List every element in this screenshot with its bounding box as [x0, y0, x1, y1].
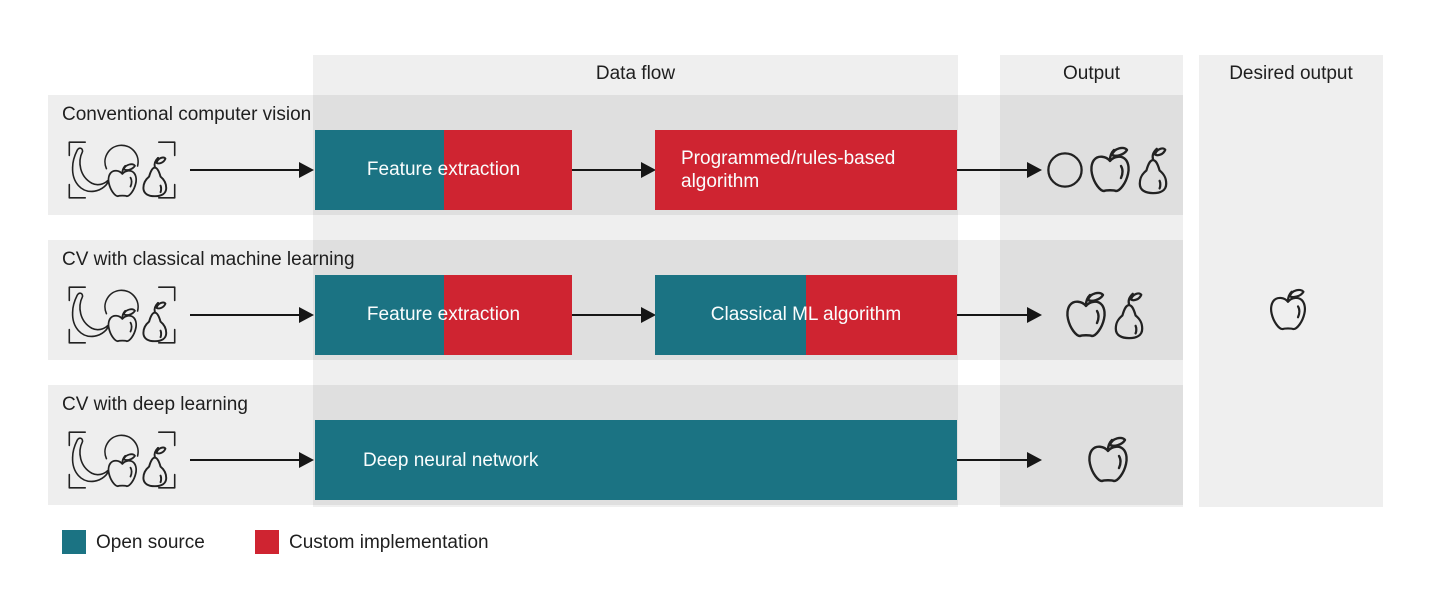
apple-icon	[1086, 435, 1130, 485]
box-label: Feature extraction	[366, 304, 521, 325]
arrow-head-icon	[299, 162, 314, 178]
row-label-conventional: Conventional computer vision	[62, 104, 312, 125]
process-box-deep-neural-network: Deep neural network	[315, 420, 957, 500]
desired-output-apple-icon	[1268, 287, 1308, 333]
legend-label-open-source: Open source	[96, 532, 205, 553]
output-icons-row-classical-ml	[1064, 290, 1146, 340]
column-header-data-flow: Data flow	[595, 63, 676, 84]
apple-icon	[1088, 145, 1132, 195]
row-band-conventional	[48, 95, 1183, 215]
input-image-fruits-icon	[64, 426, 180, 494]
arrow-box-to-box	[572, 307, 656, 323]
box-color-segments	[655, 130, 957, 210]
arrow-box-to-output	[957, 162, 1042, 178]
open-source-segment	[315, 130, 444, 210]
box-label: Classical ML algorithm	[710, 304, 902, 325]
legend-label-custom-implementation: Custom implementation	[289, 532, 489, 553]
arrow-head-icon	[641, 307, 656, 323]
arrow-box-to-output	[957, 307, 1042, 323]
column-header-output: Output	[1062, 63, 1121, 84]
pear-icon	[1136, 146, 1170, 195]
circle-fruit-icon	[1046, 151, 1084, 189]
output-icons-row-conventional	[1046, 145, 1170, 195]
input-image-fruits-icon	[64, 136, 180, 204]
custom-segment	[806, 275, 957, 355]
arrow-shaft	[957, 458, 1027, 462]
open-source-swatch	[62, 530, 86, 554]
custom-segment	[655, 130, 957, 210]
arrow-input-to-box	[190, 452, 314, 468]
output-icons-row-deep-learning	[1086, 435, 1130, 485]
arrow-head-icon	[641, 162, 656, 178]
arrow-box-to-box	[572, 162, 656, 178]
open-source-segment	[315, 420, 957, 500]
arrow-head-icon	[299, 307, 314, 323]
row-label-classical-ml: CV with classical machine learning	[62, 249, 355, 270]
custom-segment	[443, 130, 572, 210]
box-color-segments	[655, 275, 957, 355]
box-color-segments	[315, 130, 572, 210]
open-source-segment	[315, 275, 444, 355]
process-box-feature-extraction: Feature extraction	[315, 275, 572, 355]
arrow-shaft	[572, 168, 641, 172]
process-box-feature-extraction: Feature extraction	[315, 130, 572, 210]
input-image-fruits-icon	[64, 281, 180, 349]
arrow-head-icon	[1027, 452, 1042, 468]
arrow-shaft	[957, 313, 1027, 317]
apple-icon	[1064, 290, 1108, 340]
arrow-head-icon	[299, 452, 314, 468]
box-label: Feature extraction	[366, 159, 521, 180]
arrow-box-to-output	[957, 452, 1042, 468]
arrow-shaft	[572, 313, 641, 317]
arrow-head-icon	[1027, 162, 1042, 178]
arrow-input-to-box	[190, 307, 314, 323]
arrow-input-to-box	[190, 162, 314, 178]
row-label-deep-learning: CV with deep learning	[62, 394, 248, 415]
arrow-shaft	[190, 458, 299, 462]
desired-output-column-band	[1199, 55, 1383, 507]
pear-icon	[1112, 291, 1146, 340]
output-column-band	[1000, 55, 1183, 507]
box-label: Programmed/rules-based algorithm	[681, 148, 896, 192]
arrow-shaft	[190, 313, 299, 317]
row-band-classical-ml	[48, 240, 1183, 360]
column-header-desired-output: Desired output	[1229, 63, 1353, 84]
open-source-segment	[655, 275, 806, 355]
process-box-classical-ml-algorithm: Classical ML algorithm	[655, 275, 957, 355]
process-box-rules-based-algorithm: Programmed/rules-based algorithm	[655, 130, 957, 210]
custom-implementation-swatch	[255, 530, 279, 554]
box-color-segments	[315, 420, 957, 500]
arrow-shaft	[957, 168, 1027, 172]
box-color-segments	[315, 275, 572, 355]
arrow-shaft	[190, 168, 299, 172]
box-label: Deep neural network	[363, 449, 539, 471]
arrow-head-icon	[1027, 307, 1042, 323]
custom-segment	[443, 275, 572, 355]
